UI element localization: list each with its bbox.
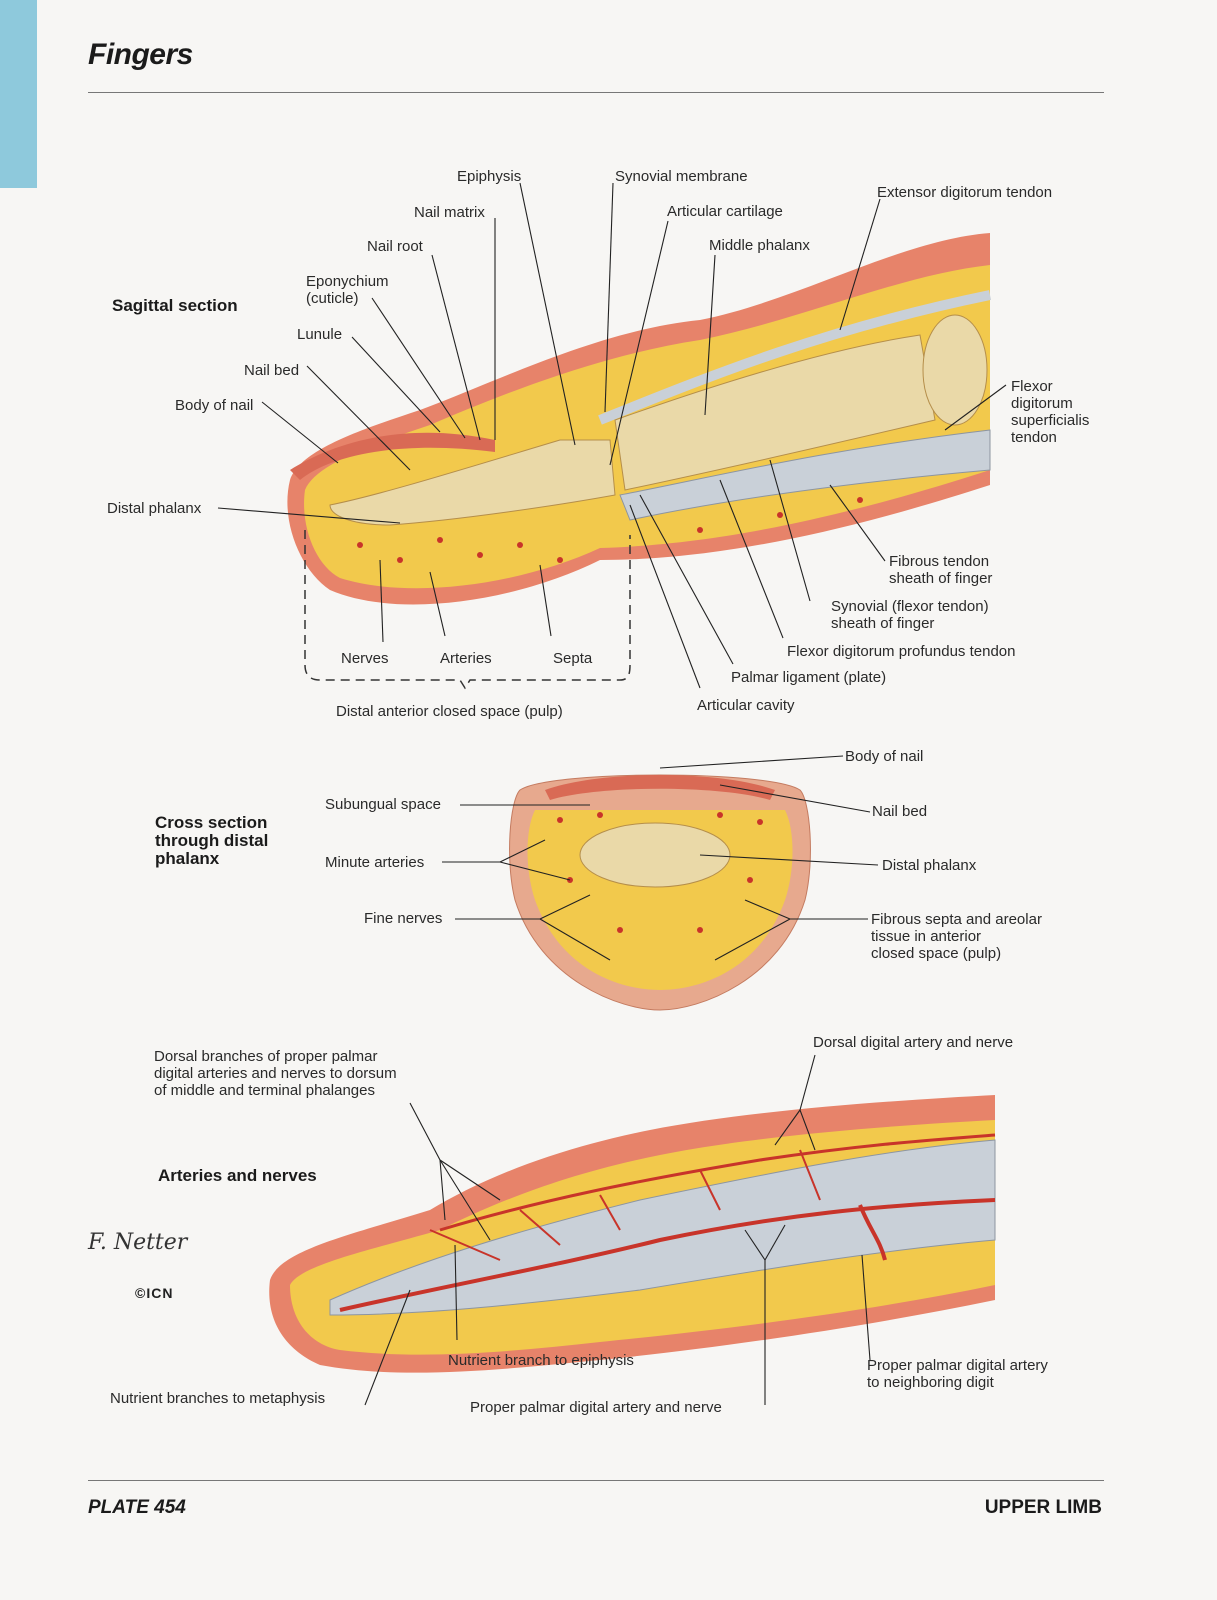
cross-leader-lines	[442, 755, 879, 961]
label-pulp: Distal anterior closed space (pulp)	[336, 703, 563, 720]
label-articular-cartilage: Articular cartilage	[667, 203, 783, 220]
artist-signature: F. Netter	[88, 1230, 188, 1255]
label-fds-tendon: Flexor digitorum superficialis tendon	[1011, 378, 1090, 446]
label-subungual-space: Subungual space	[325, 796, 441, 813]
label-extensor-tendon: Extensor digitorum tendon	[877, 184, 1053, 201]
header-rule	[88, 92, 1104, 93]
label-fibrous-septa: Fibrous septa and areolar tissue in ante…	[871, 911, 1042, 962]
page-title: Fingers	[88, 38, 193, 71]
label-proper-palmar: Proper palmar digital artery and nerve	[470, 1399, 722, 1416]
label-eponychium: Eponychium (cuticle)	[306, 273, 389, 307]
label-palmar-ligament: Palmar ligament (plate)	[731, 669, 887, 686]
label-epiphysis: Epiphysis	[457, 168, 522, 185]
label-nail-bed: Nail bed	[244, 362, 300, 379]
label-dorsal-digital: Dorsal digital artery and nerve	[813, 1034, 1014, 1051]
label-body-of-nail: Body of nail	[175, 397, 254, 414]
label-fine-nerves: Fine nerves	[364, 910, 443, 927]
label-neighboring-digit: Proper palmar digital artery to neighbor…	[867, 1357, 1048, 1391]
sagittal-finger-illustration	[287, 233, 992, 690]
arteries-heading: Arteries and nerves	[158, 1166, 317, 1185]
section-name: UPPER LIMB	[984, 1497, 1102, 1518]
label-cross-nail-bed: Nail bed	[872, 803, 928, 820]
label-arteries: Arteries	[440, 650, 492, 667]
label-synovial-membrane: Synovial membrane	[615, 168, 748, 185]
icon-logo: ©ICN	[135, 1285, 174, 1301]
label-cross-distal-phalanx: Distal phalanx	[882, 857, 977, 874]
label-fibrous-sheath: Fibrous tendon sheath of finger	[889, 553, 993, 587]
cross-section-heading: Cross section through distal phalanx	[155, 813, 269, 868]
arteries-leader-lines	[364, 1054, 871, 1406]
label-middle-phalanx: Middle phalanx	[709, 237, 810, 254]
label-minute-arteries: Minute arteries	[325, 854, 425, 871]
label-distal-phalanx: Distal phalanx	[107, 500, 202, 517]
label-articular-cavity: Articular cavity	[697, 697, 795, 714]
label-fdp-tendon: Flexor digitorum profundus tendon	[787, 643, 1016, 660]
label-septa: Septa	[553, 650, 593, 667]
label-dorsal-branches: Dorsal branches of proper palmar digital…	[154, 1048, 397, 1099]
footer-rule	[88, 1480, 1104, 1481]
label-cross-body-of-nail: Body of nail	[845, 748, 924, 765]
arteries-nerves-illustration	[269, 1095, 996, 1373]
plate-number: PLATE 454	[88, 1497, 186, 1518]
sagittal-heading: Sagittal section	[112, 296, 238, 315]
sagittal-leader-lines	[217, 182, 1007, 689]
label-synovial-sheath: Synovial (flexor tendon) sheath of finge…	[831, 598, 989, 632]
label-lunule: Lunule	[297, 326, 343, 343]
label-nutrient-epiphysis: Nutrient branch to epiphysis	[448, 1352, 634, 1369]
label-nail-matrix: Nail matrix	[414, 204, 485, 221]
label-nail-root: Nail root	[367, 238, 423, 255]
chapter-tab	[0, 0, 37, 188]
label-nutrient-metaphysis: Nutrient branches to metaphysis	[110, 1390, 326, 1407]
cross-section-illustration	[509, 774, 811, 1011]
label-nerves: Nerves	[341, 650, 389, 667]
